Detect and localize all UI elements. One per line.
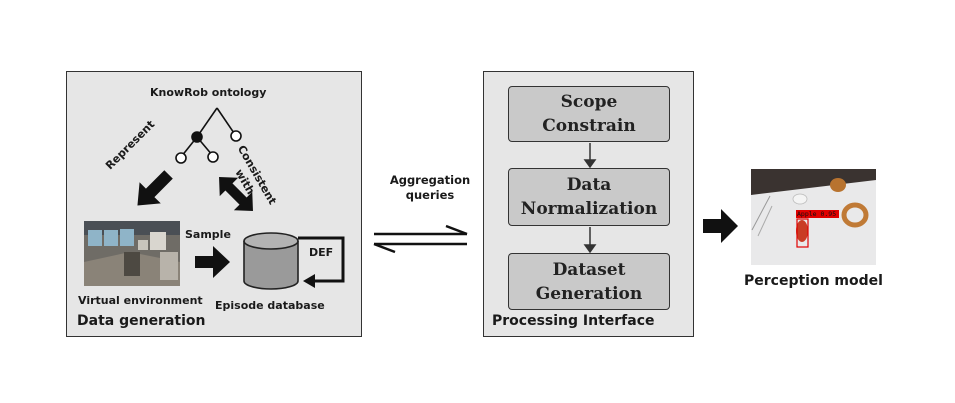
knowrob-ontology-label: KnowRob ontology xyxy=(150,86,267,99)
perception-model-image xyxy=(751,169,876,265)
def-loop-arrowhead-icon xyxy=(303,274,315,288)
scope-constrain-box: Scope Constrain xyxy=(508,86,670,142)
aggregation-queries-label: Aggregation queries xyxy=(389,173,471,202)
output-arrow-icon xyxy=(703,209,738,243)
detection-label: Apple 0.95 xyxy=(797,210,837,218)
aggregation-harpoon-arrows-icon xyxy=(373,224,468,254)
perception-model-label: Perception model xyxy=(744,273,883,289)
virtual-environment-label: Virtual environment xyxy=(78,294,203,307)
data-normalization-box: Data Normalization xyxy=(508,168,670,226)
data-generation-title: Data generation xyxy=(77,313,206,329)
processing-flow-arrows xyxy=(583,143,597,254)
episode-database-label: Episode database xyxy=(215,299,325,312)
episode-database-icon xyxy=(243,232,299,290)
ontology-tree-icon xyxy=(175,107,242,164)
sample-label: Sample xyxy=(185,228,231,241)
data-generation-panel xyxy=(66,71,362,337)
dataset-generation-box: Dataset Generation xyxy=(508,253,670,310)
virtual-environment-image xyxy=(84,221,180,286)
represent-arrow-icon xyxy=(137,170,173,206)
def-label: DEF xyxy=(309,246,334,259)
sample-arrow-icon xyxy=(195,246,230,278)
def-loop-arrow-icon xyxy=(298,236,345,283)
consistent-double-arrow-icon xyxy=(219,177,253,211)
processing-interface-title: Processing Interface xyxy=(492,313,655,329)
